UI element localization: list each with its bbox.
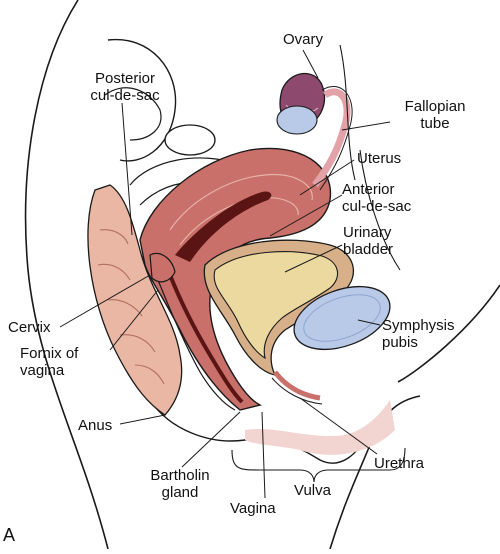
label-urethra: Urethra xyxy=(374,455,425,472)
label-urinary-bladder: Urinary bladder xyxy=(343,224,394,258)
figure-letter: A xyxy=(3,525,16,545)
label-posterior-cul-de-sac: Posterior cul-de-sac xyxy=(90,70,160,104)
body-front-outline xyxy=(397,284,500,383)
label-uterus: Uterus xyxy=(357,150,402,167)
fallopian-tube xyxy=(312,88,351,188)
leader-lines xyxy=(59,49,391,499)
label-anus: Anus xyxy=(78,417,113,434)
urethra xyxy=(273,370,321,401)
label-cervix: Cervix xyxy=(8,319,51,336)
label-fallopian-tube: Fallopian tube xyxy=(404,98,466,132)
body-back-outline xyxy=(24,0,109,550)
urethra-outline xyxy=(271,377,323,405)
rectum-folds xyxy=(97,229,165,385)
label-symphysis-pubis: Symphysis pubis xyxy=(382,317,455,351)
label-ovary: Ovary xyxy=(282,31,323,48)
label-vulva: Vulva xyxy=(294,482,331,499)
symphysis-pubis xyxy=(293,285,391,351)
urinary-bladder xyxy=(213,251,339,360)
label-anterior-cul-de-sac: Anterior cul-de-sac xyxy=(342,181,412,215)
vulva-bracket xyxy=(231,447,406,483)
uterine-cavity xyxy=(175,191,272,262)
fallopian-tube-outline xyxy=(319,85,353,191)
rectum xyxy=(87,184,183,416)
ovary-light xyxy=(276,105,318,135)
sacral-segment xyxy=(164,124,216,156)
inner-thigh-shadow xyxy=(245,400,395,455)
cervix-shape xyxy=(149,252,176,283)
vaginal-canal xyxy=(168,274,244,404)
label-bartholin-gland: Bartholin gland xyxy=(150,467,210,501)
sacrum-inner xyxy=(104,87,162,141)
symphysis-pubis-inner xyxy=(303,294,381,342)
broad-ligament xyxy=(339,44,356,181)
vaginal-wall-back xyxy=(157,279,236,411)
label-fornix-of-vagina: Fornix of vagina xyxy=(20,345,79,379)
abdominal-wall-inner xyxy=(359,149,401,271)
label-vagina: Vagina xyxy=(230,500,276,517)
sacrum-outline xyxy=(107,38,177,162)
